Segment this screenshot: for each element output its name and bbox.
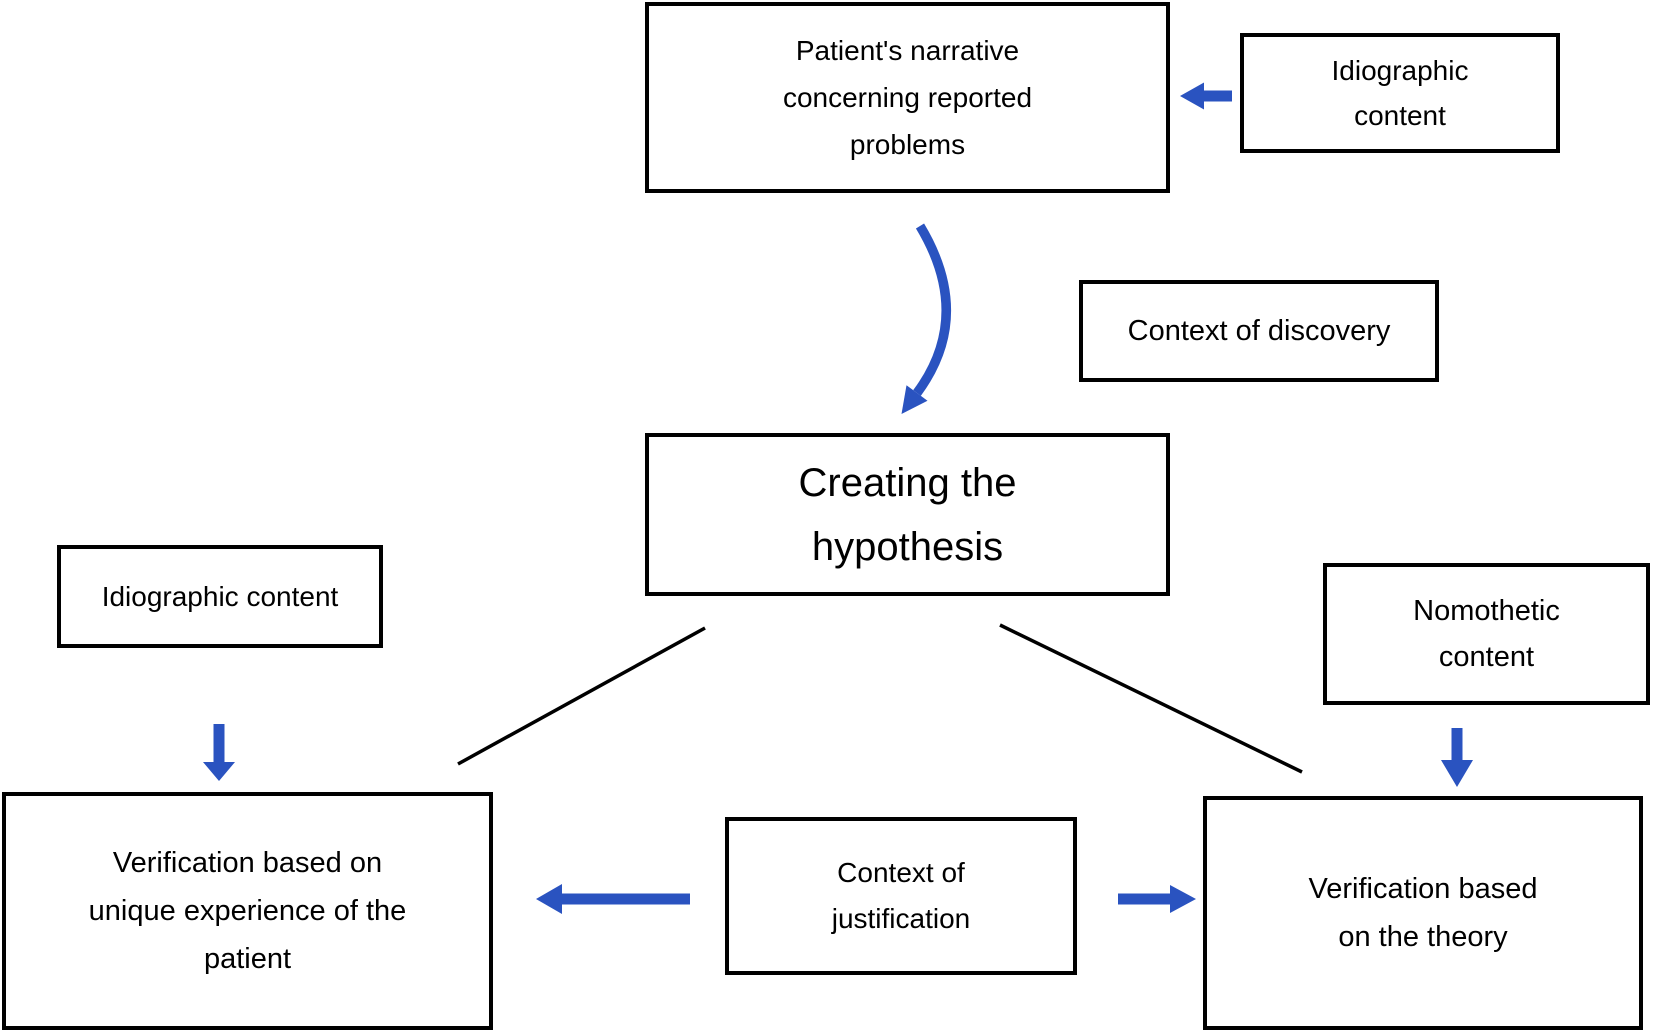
patient-narrative-label: Patient's narrative concerning reported … (782, 35, 1033, 160)
idiographic-content-top-label: Idiographic content (1331, 55, 1469, 131)
verification-theory-label: Verification based on the theory (1308, 873, 1538, 953)
patient-narrative-box: Patient's narrative concerning reported … (645, 2, 1170, 193)
context-of-discovery-box: Context of discovery (1079, 280, 1439, 382)
context-of-discovery-label: Context of discovery (1127, 315, 1391, 347)
arrow-left-justification-to-verification-left (536, 884, 690, 914)
idiographic-content-left-label: Idiographic content (101, 580, 339, 612)
arrowhead-curved (901, 385, 928, 414)
creating-hypothesis-box: Creating the hypothesis (645, 433, 1170, 596)
nomothetic-content-label: Nomothetic content (1413, 595, 1560, 673)
arrow-left-idiographic-to-narrative (1180, 82, 1232, 110)
verification-unique-experience-box: Verification based on unique experience … (2, 792, 493, 1030)
idiographic-content-left-box: Idiographic content (57, 545, 383, 648)
context-of-justification-label: Context of justification (831, 857, 971, 934)
arrow-down-nomothetic-to-verification (1441, 728, 1473, 787)
context-of-justification-box: Context of justification (725, 817, 1077, 975)
arrow-right-justification-to-verification-right (1118, 885, 1196, 913)
line-hypothesis-to-verification-right (999, 623, 1303, 774)
verification-unique-experience-label: Verification based on unique experience … (88, 847, 407, 975)
verification-theory-box: Verification based on the theory (1203, 796, 1643, 1030)
arrow-curved-narrative-to-hypothesis (913, 223, 951, 396)
idiographic-content-top-box: Idiographic content (1240, 33, 1560, 153)
line-hypothesis-to-verification-left (457, 626, 706, 766)
creating-hypothesis-label: Creating the hypothesis (798, 460, 1017, 569)
nomothetic-content-box: Nomothetic content (1323, 563, 1650, 705)
arrow-down-idiographic-to-verification (203, 724, 235, 781)
